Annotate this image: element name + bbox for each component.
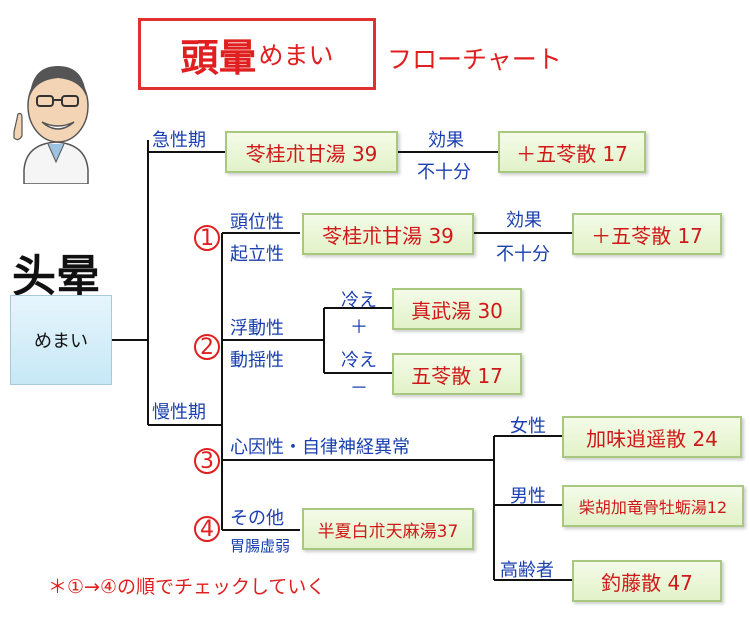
item-1-number: 1 <box>194 225 220 251</box>
item-2-lower-top: 冷え <box>341 350 377 371</box>
item-1-box-1: 苓桂朮甘湯 39 <box>302 213 474 255</box>
item-4-number: 4 <box>194 516 220 542</box>
item-2-number: 2 <box>194 334 220 360</box>
item-2-lower-bottom: － <box>350 378 368 399</box>
title-main: 頭暈 <box>180 35 257 80</box>
acute-effect-top: 効果 <box>428 130 464 151</box>
item-2-lower-box: 五苓散 17 <box>392 353 522 395</box>
item-4-box: 半夏白朮天麻湯37 <box>302 508 474 550</box>
item-3-female-label: 女性 <box>510 416 546 437</box>
acute-effect-bottom: 不十分 <box>417 162 471 183</box>
item-2-upper-box: 真武湯 30 <box>392 288 522 330</box>
acute-box-2: ＋五苓散 17 <box>498 131 646 173</box>
root-node: めまい <box>10 295 112 385</box>
title-box: 頭暈 めまい <box>138 18 376 90</box>
item-1-effect-top: 効果 <box>506 210 542 231</box>
title-flowchart: フローチャート <box>387 45 562 74</box>
item-3-male-label: 男性 <box>510 486 546 507</box>
item-1-box-2: ＋五苓散 17 <box>572 213 722 255</box>
item-4-label-bottom: 胃腸虚弱 <box>230 537 291 555</box>
item-4-label-top: その他 <box>230 508 284 529</box>
root-label: めまい <box>34 331 88 352</box>
item-3-elderly-label: 高齢者 <box>500 560 554 581</box>
item-2-upper-top: 冷え <box>341 290 377 311</box>
item-3-female-box: 加味逍遥散 24 <box>562 416 742 458</box>
item-3-male-box: 柴胡加竜骨牡蛎湯12 <box>562 485 744 527</box>
footnote: ＊①→④の順でチェックしていく <box>48 576 326 598</box>
chronic-label: 慢性期 <box>152 402 206 423</box>
item-3-elderly-box: 釣藤散 47 <box>572 560 722 602</box>
item-1-label-top: 頭位性 <box>230 212 284 233</box>
item-1-effect-bottom: 不十分 <box>496 244 550 265</box>
doctor-illustration-icon <box>13 66 89 184</box>
item-2-label-bottom: 動揺性 <box>230 350 284 371</box>
acute-box-1: 苓桂朮甘湯 39 <box>225 131 398 173</box>
item-3-label: 心因性・自律神経異常 <box>230 437 410 458</box>
side-title: 头晕 <box>12 251 100 302</box>
item-2-upper-bottom: ＋ <box>350 317 368 338</box>
item-2-label-top: 浮動性 <box>230 318 284 339</box>
title-sub: めまい <box>258 41 334 70</box>
item-3-number: 3 <box>194 448 220 474</box>
item-1-label-bottom: 起立性 <box>230 244 284 265</box>
acute-label: 急性期 <box>152 130 206 151</box>
